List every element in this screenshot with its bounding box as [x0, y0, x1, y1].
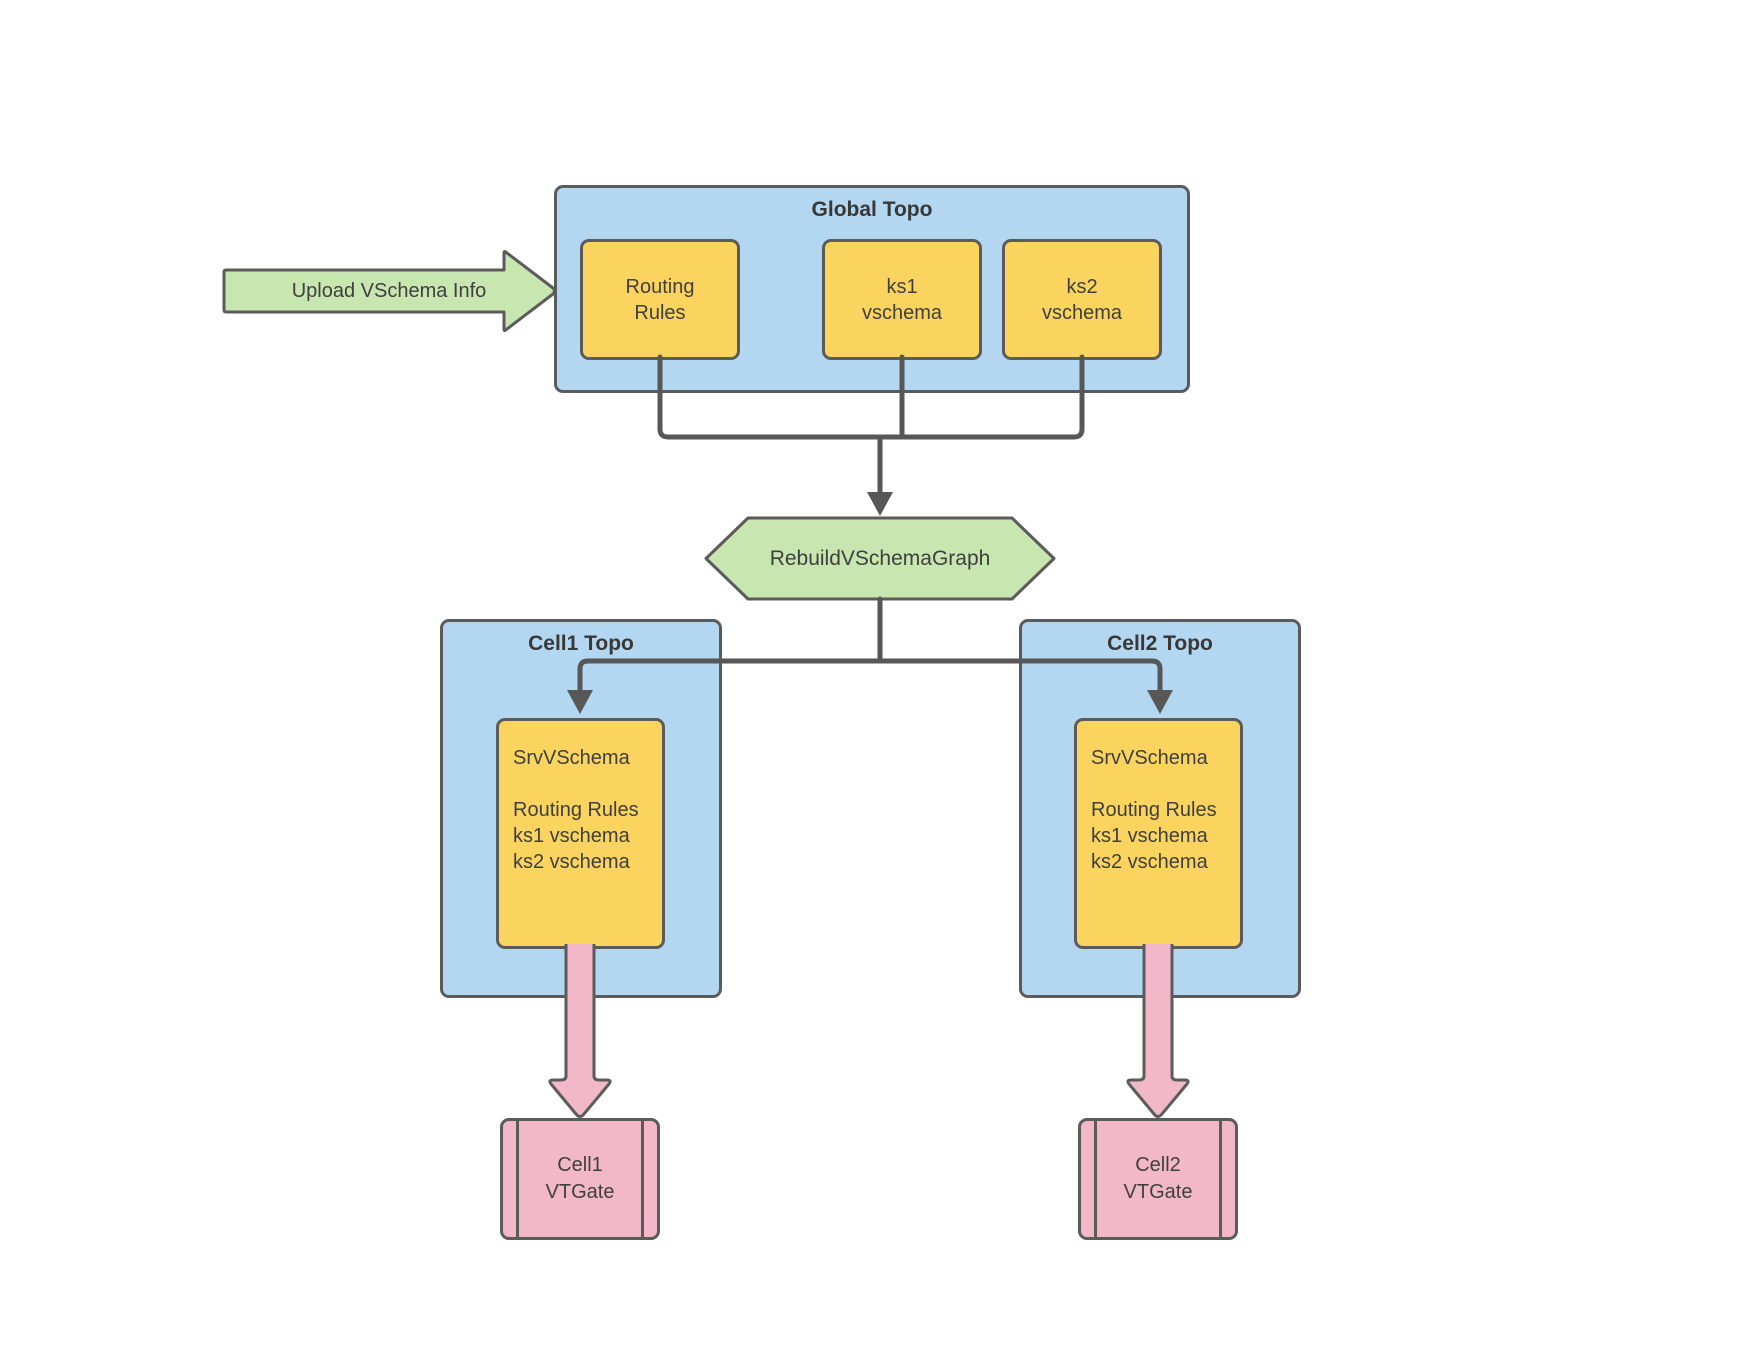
ks2-vschema-node: ks2 vschema — [1002, 239, 1162, 360]
cell2-srvvschema-node: SrvVSchema Routing Rules ks1 vschema ks2… — [1074, 718, 1243, 949]
cell1-vtgate-node: Cell1 VTGate — [500, 1118, 660, 1240]
cell2-vtgate-right-bar — [1219, 1121, 1222, 1237]
upload-arrow-label: Upload VSchema Info — [291, 280, 487, 302]
cell2-srv-line5: ks2 vschema — [1091, 851, 1208, 873]
cell2-vtgate-left-bar — [1094, 1121, 1097, 1237]
cell1-srv-blank-line — [513, 771, 652, 797]
cell2-vtgate-label-line2: VTGate — [1123, 1181, 1193, 1203]
cell2-vtgate-label-line1: Cell2 — [1135, 1154, 1181, 1176]
routing-rules-label-line2: Rules — [634, 301, 686, 324]
cell2-srv-line3: Routing Rules — [1091, 799, 1217, 821]
cell1-srv-line1: SrvVSchema — [513, 747, 630, 769]
ks1-label-line2: vschema — [861, 301, 943, 324]
ks2-label-line1: ks2 — [1066, 275, 1098, 298]
routing-rules-label-line1: Routing — [625, 275, 695, 298]
ks1-label-line1: ks1 — [886, 275, 918, 298]
cell2-topo-title: Cell2 Topo — [1107, 632, 1213, 655]
cell2-srv-line4: ks1 vschema — [1091, 825, 1208, 847]
rebuild-hexagon-label: RebuildVSchemaGraph — [769, 546, 991, 570]
cell1-vtgate-label-line2: VTGate — [545, 1181, 615, 1203]
cell1-srv-line4: ks1 vschema — [513, 825, 630, 847]
ks2-label-line2: vschema — [1041, 301, 1123, 324]
cell1-srv-line5: ks2 vschema — [513, 851, 630, 873]
cell1-srvvschema-node: SrvVSchema Routing Rules ks1 vschema ks2… — [496, 718, 665, 949]
cell1-vtgate-left-bar — [516, 1121, 519, 1237]
routing-rules-node: Routing Rules — [580, 239, 740, 360]
cell2-vtgate-node: Cell2 VTGate — [1078, 1118, 1238, 1240]
cell1-vtgate-label-line1: Cell1 — [557, 1154, 603, 1176]
global-topo-title: Global Topo — [811, 198, 933, 221]
cell1-topo-title: Cell1 Topo — [528, 632, 634, 655]
cell1-srv-line3: Routing Rules — [513, 799, 639, 821]
cell2-srv-blank-line — [1091, 771, 1230, 797]
cell2-srv-line1: SrvVSchema — [1091, 747, 1208, 769]
ks1-vschema-node: ks1 vschema — [822, 239, 982, 360]
rebuild-arrowhead — [867, 492, 893, 516]
cell1-vtgate-right-bar — [641, 1121, 644, 1237]
